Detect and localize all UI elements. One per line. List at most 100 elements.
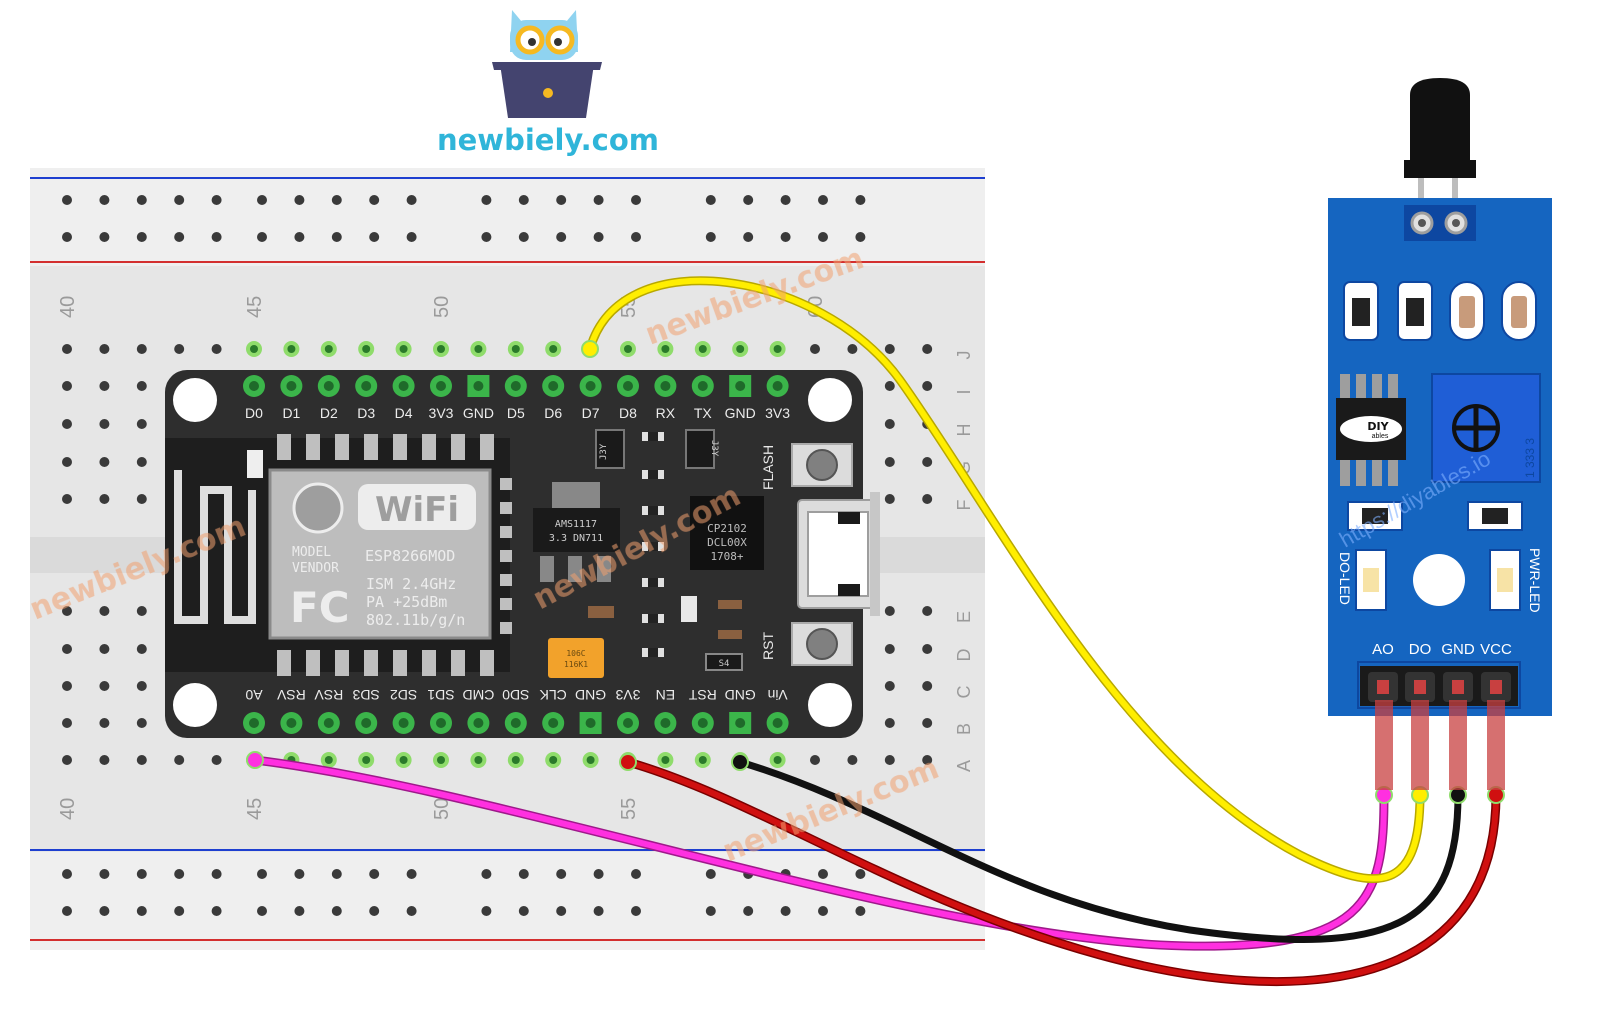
rail-hole	[556, 195, 567, 205]
column-number: 40	[57, 296, 79, 318]
pin-label: 3V3	[429, 405, 454, 421]
connected-hole-center	[549, 756, 558, 764]
breadboard-hole	[62, 494, 72, 504]
rail-hole	[257, 906, 267, 916]
pin-label: SD2	[390, 687, 417, 703]
module-pad	[500, 622, 512, 634]
module-pad	[393, 650, 407, 676]
breadboard-hole	[810, 344, 820, 354]
pin-hole	[286, 718, 297, 728]
pin-label: D3	[357, 405, 375, 421]
site-logo: newbiely.com	[437, 10, 659, 157]
rail-hole	[855, 906, 866, 916]
rail-hole	[406, 232, 417, 242]
pin-label: RSV	[314, 687, 343, 703]
pin-hole	[772, 718, 783, 728]
pin-hole	[585, 718, 596, 728]
breadboard-hole	[62, 606, 72, 616]
pin-hole	[660, 381, 671, 391]
smd-part	[648, 470, 658, 479]
connected-hole-center	[624, 345, 632, 353]
wire-end	[619, 753, 637, 771]
connected-hole-center	[287, 345, 296, 353]
sensor-pin-label: VCC	[1480, 641, 1512, 658]
rail-hole	[406, 906, 417, 916]
voltage-regulator: AMS1117 3.3 DN711	[533, 482, 620, 582]
rail-hole	[518, 232, 529, 242]
breadboard-hole	[922, 457, 933, 467]
pin-hole	[510, 381, 521, 391]
rail-hole	[369, 869, 380, 879]
connected-hole-center	[474, 345, 483, 353]
module-pad	[422, 434, 436, 460]
connected-hole-center	[437, 756, 445, 764]
pin-label: GND	[725, 405, 756, 421]
rail-hole	[99, 195, 110, 205]
smd-components: J3Y J3Y 106C 116K1 S4	[548, 429, 743, 678]
rail-hole	[743, 232, 754, 242]
sensor-pin-label: DO	[1409, 641, 1432, 658]
pin-label: GND	[725, 687, 756, 703]
pcb-antenna-icon	[174, 470, 256, 624]
diyables-logo-icon	[1340, 416, 1402, 442]
rail-hole	[481, 869, 492, 879]
connected-hole-center	[511, 345, 520, 353]
breadboard-hole	[62, 457, 72, 467]
connected-hole-center	[324, 345, 333, 353]
fcc-logo: FC	[290, 583, 350, 632]
rail-hole	[818, 195, 828, 205]
rail-hole	[518, 195, 529, 205]
row-letter: F	[954, 500, 974, 511]
pin-label: D7	[582, 405, 600, 421]
module-spec-1: ISM 2.4GHz	[366, 575, 456, 593]
pin-label: D2	[320, 405, 338, 421]
rail-hole	[818, 906, 828, 916]
rail-hole	[855, 195, 866, 205]
regulator-line-2: 3.3 DN711	[549, 533, 603, 544]
pin-hole	[623, 381, 633, 391]
connected-hole-center	[698, 345, 707, 353]
wire-do-yellow-fill	[587, 277, 1423, 882]
breadboard-hole	[99, 344, 110, 354]
pin-hole	[398, 381, 409, 391]
rail-hole	[818, 232, 828, 242]
breadboard-hole	[884, 381, 895, 391]
reset-label: RST	[760, 632, 776, 660]
breadboard-hole	[922, 718, 933, 728]
wire-end	[581, 340, 599, 358]
breadboard-hole	[136, 606, 147, 616]
pin-hole	[249, 718, 259, 728]
rail-hole	[631, 232, 641, 242]
breadboard-hole	[99, 606, 110, 616]
esp8266-module: WiFi MODEL VENDOR ESP8266MOD FC ISM 2.4G…	[165, 434, 512, 676]
breadboard-hole	[136, 381, 147, 391]
espressif-logo-icon	[292, 482, 344, 534]
wire-end	[246, 751, 264, 769]
wifi-logo-icon	[358, 484, 476, 530]
breadboard-hole	[922, 344, 933, 354]
usb-chip-line-2: DCL00X	[707, 536, 747, 549]
chip-logo-sub: ables	[1372, 433, 1389, 440]
breadboard-hole	[62, 344, 72, 354]
module-pad	[422, 650, 436, 676]
breadboard-hole	[99, 681, 110, 691]
pin-label: A0	[245, 687, 262, 703]
rail-hole	[593, 195, 604, 205]
rail-hole	[556, 906, 567, 916]
breadboard-hole	[174, 344, 185, 354]
rail-hole	[62, 869, 72, 879]
rail-hole	[294, 906, 305, 916]
rail-hole	[294, 869, 305, 879]
breadboard-hole	[884, 755, 895, 765]
sensor-pin-core	[1452, 680, 1464, 694]
breadboard-hole	[99, 494, 110, 504]
module-pad	[500, 502, 512, 514]
rail-hole	[62, 195, 72, 205]
pin-label: CLK	[539, 687, 567, 703]
module-pad	[480, 650, 494, 676]
rail-hole	[99, 232, 110, 242]
connected-hole-center	[399, 756, 408, 764]
rail-hole	[743, 906, 754, 916]
pin-hole	[697, 718, 708, 728]
